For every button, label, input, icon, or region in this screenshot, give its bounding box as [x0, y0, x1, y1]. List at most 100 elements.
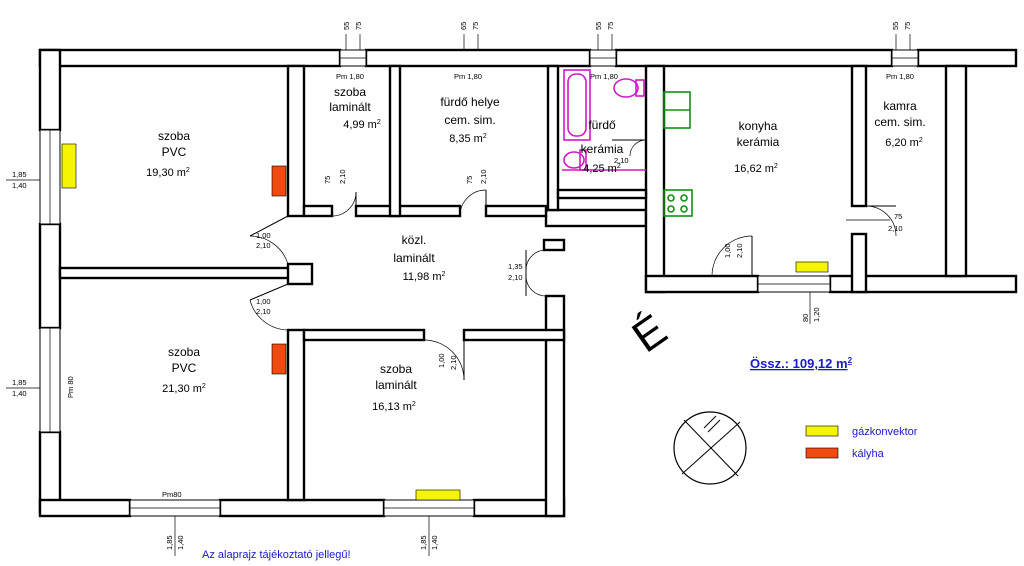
room-finish: cem. sim.	[444, 113, 495, 127]
room-finish: laminált	[393, 251, 435, 265]
dim-d100-c: 1,00	[437, 353, 446, 368]
room-name: szoba	[334, 85, 366, 99]
room-name: fürdő helye	[440, 95, 500, 109]
bathtub-icon	[563, 69, 591, 141]
room-finish: laminált	[329, 100, 371, 114]
dim-h185-a: 1,85	[12, 170, 27, 179]
room-name: szoba	[380, 362, 412, 376]
room-konyha: konyha kerámia 16,62 m2	[734, 119, 779, 175]
outer-walls	[38, 48, 1018, 518]
room-area: 16,13 m2	[372, 401, 416, 413]
dim-d100-b: 1,00	[256, 297, 271, 306]
room-name: közl.	[402, 233, 427, 247]
room-furdo-helye: fürdő helye cem. sim. 8,35 m2	[440, 95, 500, 145]
room-finish: kerámia	[737, 135, 780, 149]
legend-swatch-kalyha	[805, 447, 839, 459]
legend-label-kalyha: kályha	[852, 448, 885, 460]
room-finish: cem. sim.	[874, 115, 925, 129]
compass-icon	[673, 411, 747, 485]
room-furdo: fürdő kerámia 4,25 m2	[581, 118, 624, 175]
sink-icon	[563, 151, 585, 169]
dim-d75-c: 75	[894, 212, 902, 221]
dim-h140-b: 1,40	[12, 389, 27, 398]
toilet-icon	[613, 78, 639, 98]
room-finish: PVC	[162, 145, 187, 159]
dim-d210-e: 2,10	[508, 273, 523, 282]
dim-h140-a: 1,40	[12, 181, 27, 190]
legend: gázkonvektor kályha	[805, 425, 918, 460]
room-area: 8,35 m2	[449, 133, 487, 145]
pm180-a: Pm 1,80	[336, 72, 364, 81]
dim-d210-h: 2,10	[888, 224, 903, 233]
room-szoba-1: szoba PVC 19,30 m2	[146, 129, 190, 179]
dim-w55-c: 55	[594, 22, 603, 30]
room-area: 21,30 m2	[162, 383, 206, 395]
legend-swatch-gazkonvektor	[805, 425, 839, 437]
room-area: 6,20 m2	[885, 137, 923, 149]
dim-w75-b: 75	[471, 22, 480, 30]
room-area: 4,25 m2	[583, 163, 621, 175]
pm80-bottom: Pm80	[162, 490, 182, 499]
dim-d135: 1,35	[508, 262, 523, 271]
gas-convector-icon	[415, 489, 461, 501]
room-name: fürdő	[588, 118, 616, 132]
dim-d100-a: 1,00	[256, 231, 271, 240]
dim-w75-c: 75	[606, 22, 615, 30]
dim-d80-kitchen: 80	[801, 314, 810, 322]
bathroom-fixtures	[562, 69, 693, 217]
room-name: konyha	[739, 119, 778, 133]
room-area: 16,62 m2	[734, 163, 778, 175]
room-kozlekedo: közl. laminált 11,98 m2	[393, 233, 445, 283]
dim-h185-b: 1,85	[12, 378, 27, 387]
dim-d210-c: 2,10	[338, 169, 347, 184]
dim-h185-c: 1,85	[165, 535, 174, 550]
pm80-left: Pm 80	[66, 376, 75, 398]
room-finish: PVC	[172, 361, 197, 375]
legend-label-gazkonvektor: gázkonvektor	[852, 426, 918, 438]
stove-heater-icon	[271, 165, 287, 197]
room-name: szoba	[168, 345, 200, 359]
footnote: Az alaprajz tájékoztató jellegű!	[202, 549, 351, 561]
dim-w55-d: 55	[891, 22, 900, 30]
dim-h140-d: 1,40	[430, 535, 439, 550]
dim-d70-e: 2,10	[614, 156, 629, 165]
dim-d210-d: 2,10	[479, 169, 488, 184]
dim-w75-a: 75	[354, 22, 363, 30]
room-szoba-3: szoba laminált 4,99 m2	[329, 85, 381, 131]
dim-w65-b: 65	[459, 22, 468, 30]
pm180-d: Pm 1,80	[886, 72, 914, 81]
stove-heater-icon	[271, 343, 287, 375]
dim-w75-d: 75	[903, 22, 912, 30]
pm180-b: Pm 1,80	[454, 72, 482, 81]
dim-d210-a: 2,10	[256, 241, 271, 250]
dim-d75-b: 75	[465, 176, 474, 184]
room-finish: kerámia	[581, 142, 624, 156]
gas-convector-icon	[795, 261, 829, 273]
total-area: Össz.: 109,12 m2	[750, 356, 853, 371]
doors: 1,00 2,10 1,00 2,10 75 2,10 75 2,10 1,35…	[249, 139, 903, 381]
pm180-c: Pm 1,80	[590, 72, 618, 81]
room-szoba-4: szoba laminált 16,13 m2	[372, 362, 417, 413]
interior-walls	[58, 64, 868, 502]
gas-convector-icon	[61, 143, 77, 189]
window-dimensions: 55 75 65 75 55 75 55 75 Pm 1,80 Pm 1,80 …	[6, 22, 914, 556]
dim-d210-g: 2,10	[735, 243, 744, 258]
stove-icon	[663, 189, 693, 217]
dim-d210-b: 2,10	[256, 307, 271, 316]
room-name: szoba	[158, 129, 190, 143]
north-marker: É	[624, 305, 676, 362]
room-area: 11,98 m2	[403, 271, 446, 283]
room-area: 4,99 m2	[343, 119, 381, 131]
dim-h185-d: 1,85	[419, 535, 428, 550]
dim-h140-c: 1,40	[176, 535, 185, 550]
dim-w55-a: 55	[342, 22, 351, 30]
room-area: 19,30 m2	[146, 167, 190, 179]
heaters	[61, 143, 829, 501]
dim-d120-kitchen: 1,20	[812, 307, 821, 322]
windows	[39, 49, 919, 517]
dim-d100-d: 1,00	[723, 243, 732, 258]
dim-d210-f: 2,10	[449, 355, 458, 370]
dim-d75-a: 75	[323, 176, 332, 184]
room-kamra: kamra cem. sim. 6,20 m2	[874, 99, 925, 149]
